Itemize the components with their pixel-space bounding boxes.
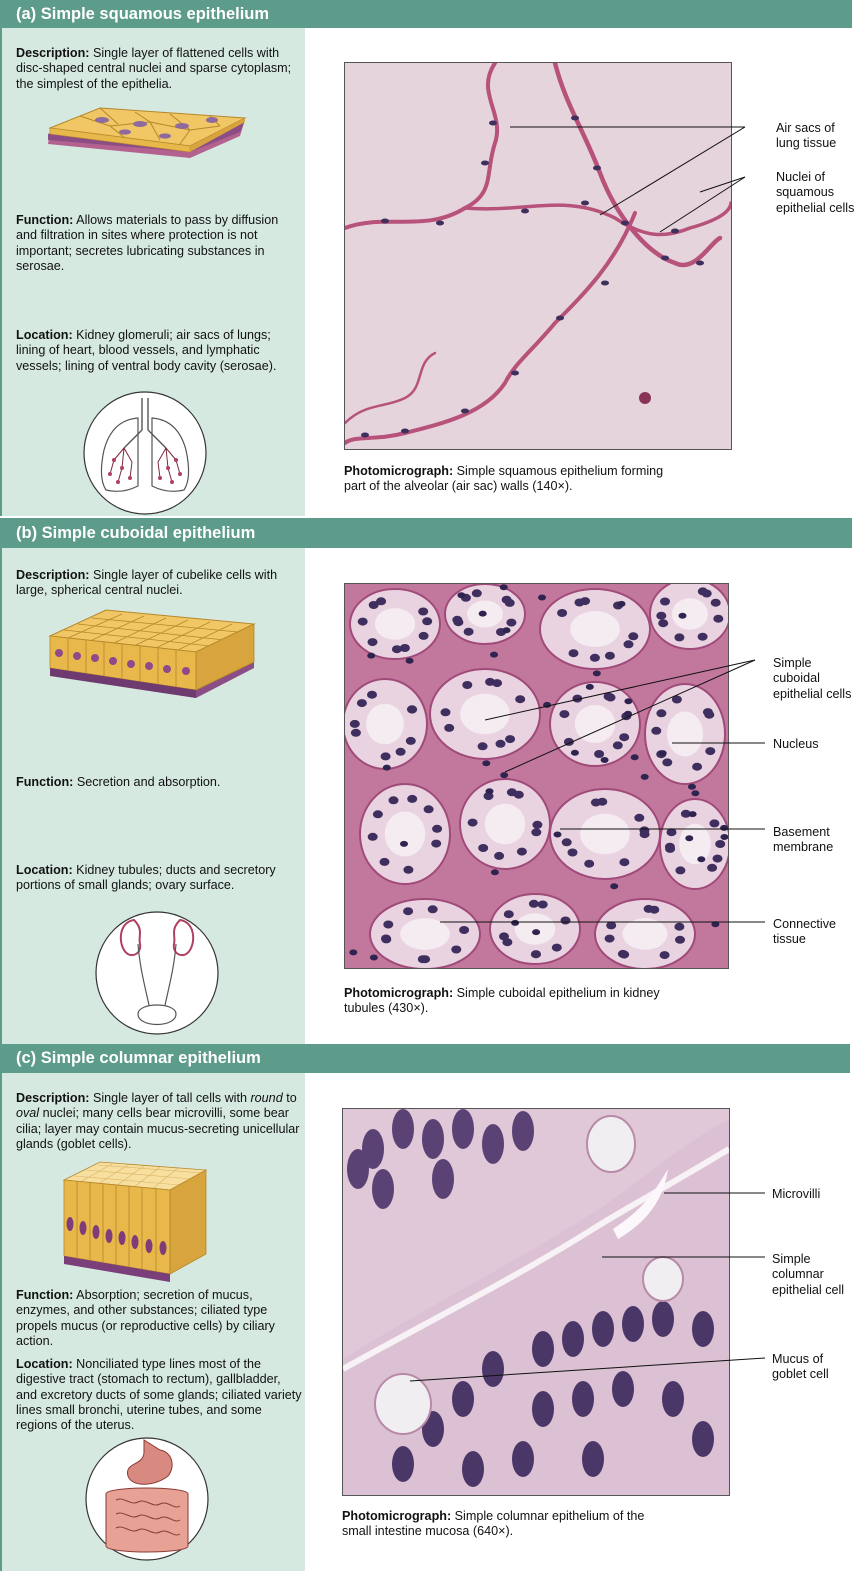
columnar-photomicrograph	[342, 1108, 730, 1496]
panel-b-function: Function: Secretion and absorption.	[16, 775, 302, 790]
label-goblet-mucus: Mucus of goblet cell	[772, 1352, 829, 1382]
squamous-cell-illustration	[48, 107, 247, 158]
panel-a-description: Description: Single layer of flattened c…	[16, 46, 302, 92]
label-cuboidal-cells: Simple cuboidal epithelial cells	[773, 656, 852, 701]
caption-text: Simple squamous epithelium forming part …	[344, 464, 664, 494]
caption-text: Simple columnar epithelium of the small …	[342, 1509, 645, 1539]
location-label: Location:	[16, 328, 73, 342]
function-label: Function:	[16, 775, 74, 789]
panel-c-location: Location: Nonciliated type lines most of…	[16, 1357, 302, 1433]
description-label: Description:	[16, 568, 90, 582]
description-label: Description:	[16, 46, 90, 60]
function-label: Function:	[16, 1288, 74, 1302]
function-label: Function:	[16, 213, 74, 227]
panel-c-caption: Photomicrograph: Simple columnar epithel…	[342, 1509, 672, 1540]
label-basement-membrane: Basement membrane	[773, 825, 834, 855]
columnar-cell-illustration	[62, 1161, 208, 1282]
description-text-mid: to	[282, 1091, 297, 1105]
panel-c-description: Description: Single layer of tall cells …	[16, 1091, 300, 1152]
description-em-round: round	[250, 1091, 283, 1105]
function-text: Allows materials to pass by diffusion an…	[16, 213, 279, 273]
panel-c-sidebar	[0, 1073, 305, 1571]
panel-a-location: Location: Kidney glomeruli; air sacs of …	[16, 328, 302, 374]
label-columnar-cell: Simple columnar epithelial cell	[772, 1252, 845, 1297]
panel-c-header: (c) Simple columnar epithelium	[0, 1044, 850, 1073]
panel-b-description: Description: Single layer of cubelike ce…	[16, 568, 302, 599]
description-text-post: nuclei; many cells bear microvilli, some…	[16, 1106, 300, 1151]
digestive-tract-location-icon	[85, 1437, 209, 1561]
function-text: Absorption; secretion of mucus, enzymes,…	[16, 1288, 275, 1348]
caption-label: Photomicrograph:	[342, 1509, 452, 1523]
description-label: Description:	[16, 1091, 90, 1105]
label-nucleus: Nucleus	[773, 737, 819, 751]
lungs-location-icon	[83, 391, 207, 515]
cuboidal-photomicrograph	[344, 583, 729, 969]
cuboidal-cell-illustration	[48, 609, 256, 698]
panel-a-caption: Photomicrograph: Simple squamous epithel…	[344, 464, 674, 495]
label-squamous-nuclei: Nuclei of squamous epithelial cells	[776, 170, 855, 215]
description-text-pre: Single layer of tall cells with	[92, 1091, 251, 1105]
panel-c-function: Function: Absorption; secretion of mucus…	[16, 1288, 302, 1349]
panel-b-header: (b) Simple cuboidal epithelium	[0, 518, 852, 548]
panel-c-leader-lines	[409, 1192, 766, 1382]
description-em-oval: oval	[16, 1106, 40, 1121]
panel-a-function: Function: Allows materials to pass by di…	[16, 213, 302, 274]
caption-label: Photomicrograph:	[344, 464, 454, 478]
panel-a-leader-lines	[510, 126, 746, 233]
caption-text: Simple cuboidal epithelium in kidney tub…	[344, 986, 660, 1016]
panel-a-header: (a) Simple squamous epithelium	[0, 0, 852, 28]
panel-b-leader-lines	[440, 659, 765, 923]
panel-b-location: Location: Kidney tubules; ducts and secr…	[16, 863, 302, 894]
location-label: Location:	[16, 863, 73, 877]
label-air-sacs: Air sacs of lung tissue	[776, 121, 837, 151]
location-text: Kidney tubules; ducts and secretory port…	[16, 863, 276, 893]
location-text: Nonciliated type lines most of the diges…	[16, 1357, 302, 1433]
function-text: Secretion and absorption.	[76, 775, 221, 789]
label-microvilli: Microvilli	[772, 1187, 821, 1201]
location-text: Kidney glomeruli; air sacs of lungs; lin…	[16, 328, 277, 373]
description-text: Single layer of flattened cells with dis…	[16, 46, 292, 91]
label-connective-tissue: Connective tissue	[773, 917, 837, 947]
panel-b-caption: Photomicrograph: Simple cuboidal epithel…	[344, 986, 674, 1017]
location-label: Location:	[16, 1357, 73, 1371]
kidneys-location-icon	[95, 911, 219, 1035]
caption-label: Photomicrograph:	[344, 986, 454, 1000]
description-text: Single layer of cubelike cells with larg…	[16, 568, 278, 598]
